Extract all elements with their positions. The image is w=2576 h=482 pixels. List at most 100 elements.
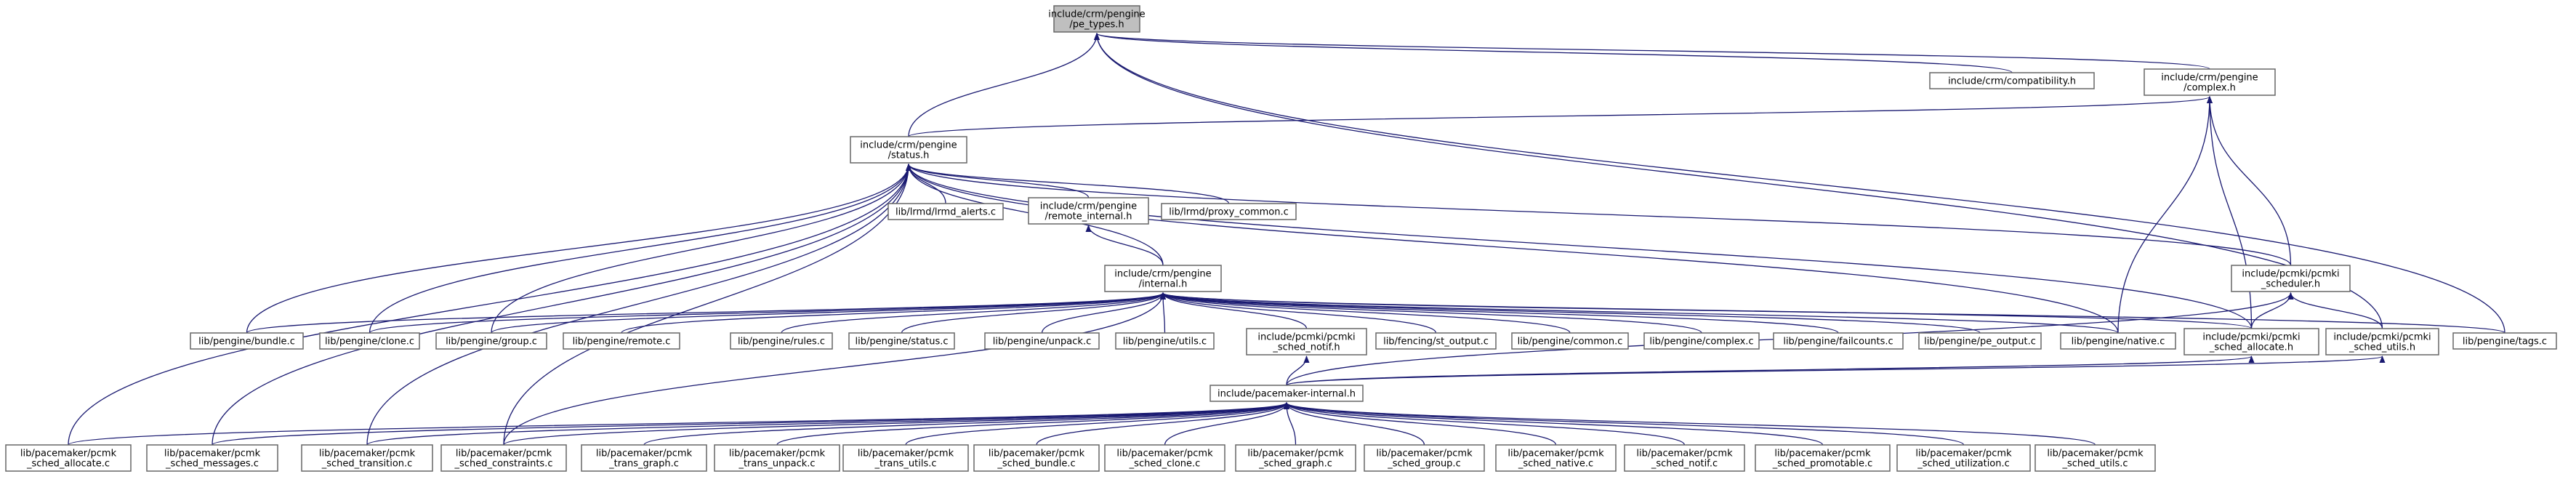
node-box (848, 332, 955, 350)
node-remote-internal[interactable]: include/crm/pengine/remote_internal.h (1028, 197, 1149, 225)
node-box (842, 444, 969, 472)
node-internal-h[interactable]: include/crm/pengine/internal.h (1104, 265, 1222, 292)
edge-utils-c-to-internal-h (1160, 292, 1167, 334)
node-st-output[interactable]: lib/fencing/st_output.c (1375, 332, 1497, 350)
node-s-constraints[interactable]: lib/pacemaker/pcmk_sched_constraints.c (440, 444, 567, 472)
edge-internal-h-to-remote-internal (1085, 225, 1164, 266)
node-box (1053, 5, 1140, 33)
node-label-line: lib/pacemaker/pcmk (729, 449, 826, 459)
edge-s-bundle-to-pm-internal (1036, 402, 1289, 446)
node-label-line: lib/lrmd/proxy_common.c (1169, 207, 1289, 218)
node-label-line: lib/pacemaker/pcmk (2047, 449, 2144, 459)
edge-complex-h-to-pe-types (1094, 33, 2210, 70)
node-label-line: include/crm/pengine (2161, 73, 2258, 84)
edge-pe-output-c-to-internal-h (1160, 292, 1981, 334)
node-pe-types[interactable]: include/crm/pengine/pe_types.h (1048, 5, 1146, 33)
node-common-c[interactable]: lib/pengine/common.c (1511, 332, 1629, 350)
node-status-h[interactable]: include/crm/pengine/status.h (850, 136, 967, 164)
node-failcounts-c[interactable]: lib/pengine/failcounts.c (1773, 332, 1904, 350)
node-compat[interactable]: include/crm/compatibility.h (1929, 72, 2095, 89)
node-label-line: _sched_messages.c (165, 459, 259, 470)
node-s-group[interactable]: lib/pacemaker/pcmk_sched_group.c (1364, 444, 1485, 472)
node-s-notif[interactable]: lib/pacemaker/pcmk_sched_notif.c (1624, 444, 1745, 472)
edge-notif-h-to-internal-h (1160, 292, 1308, 329)
node-pm-internal[interactable]: include/pacemaker-internal.h (1209, 385, 1364, 402)
node-box (2325, 328, 2439, 356)
node-t-utils[interactable]: lib/pacemaker/pcmk_trans_utils.c (842, 444, 969, 472)
node-complex-c[interactable]: lib/pengine/complex.c (1643, 332, 1760, 350)
node-label-line: lib/pengine/status.c (855, 337, 948, 348)
node-label-line: _trans_utils.c (874, 459, 936, 470)
node-group-c[interactable]: lib/pengine/group.c (435, 332, 547, 350)
edge-allocate-h-to-scheduler-h (2250, 292, 2294, 329)
node-s-graph[interactable]: lib/pacemaker/pcmk_sched_graph.c (1235, 444, 1356, 472)
node-label-line: lib/pengine/rules.c (738, 337, 825, 348)
node-box (1624, 444, 1745, 472)
node-box (714, 444, 840, 472)
node-rules-c[interactable]: lib/pengine/rules.c (730, 332, 833, 350)
edge-t-utils-to-pm-internal (905, 402, 1289, 446)
edge-s-allocate-to-pm-internal (68, 402, 1289, 446)
node-label-line: lib/pacemaker/pcmk (989, 449, 1085, 459)
node-remote-c[interactable]: lib/pengine/remote.c (563, 332, 680, 350)
node-s-allocate[interactable]: lib/pacemaker/pcmk_sched_allocate.c (5, 444, 132, 472)
node-label-line: include/pcmki/pcmki (2202, 332, 2300, 343)
node-s-utils[interactable]: lib/pacemaker/pcmk_sched_utils.c (2034, 444, 2156, 472)
node-box (440, 444, 567, 472)
node-box (1495, 444, 1617, 472)
node-unpack-c[interactable]: lib/pengine/unpack.c (984, 332, 1100, 350)
edge-s-transition-to-status-h (366, 164, 911, 446)
node-s-messages[interactable]: lib/pacemaker/pcmk_sched_messages.c (146, 444, 278, 472)
node-label-line: _sched_utils.c (2061, 459, 2128, 470)
edge-tags-c-to-internal-h (1160, 292, 2505, 334)
edge-proxy-common-to-status-h (906, 164, 1230, 204)
node-pe-output-c[interactable]: lib/pengine/pe_output.c (1918, 332, 2042, 350)
node-s-transition[interactable]: lib/pacemaker/pcmk_sched_transition.c (301, 444, 433, 472)
node-label-line: lib/pacemaker/pcmk (456, 449, 552, 459)
edge-unpack-c-to-internal-h (1041, 292, 1166, 334)
edge-pm-internal-to-notif-h (1286, 356, 1310, 386)
node-utils-h[interactable]: include/pcmki/pcmki_sched_utils.h (2325, 328, 2439, 356)
edge-s-utilization-to-pm-internal (1284, 402, 1965, 446)
node-s-promotable[interactable]: lib/pacemaker/pcmk_sched_promotable.c (1755, 444, 1891, 472)
node-box (1364, 444, 1485, 472)
node-proxy-common[interactable]: lib/lrmd/proxy_common.c (1161, 203, 1297, 220)
node-complex-h[interactable]: include/crm/pengine/complex.h (2144, 68, 2276, 96)
edge-s-constraints-to-status-h (503, 164, 911, 446)
node-tags-c[interactable]: lib/pengine/tags.c (2452, 332, 2557, 350)
node-s-native[interactable]: lib/pacemaker/pcmk_sched_native.c (1495, 444, 1617, 472)
edge-status-h-to-pe-types (908, 33, 1100, 137)
node-box (2144, 68, 2276, 96)
node-s-bundle[interactable]: lib/pacemaker/pcmk_sched_bundle.c (973, 444, 1100, 472)
node-label-line: lib/pacemaker/pcmk (1636, 449, 1733, 459)
node-scheduler-h[interactable]: include/pcmki/pcmki_scheduler.h (2231, 265, 2351, 292)
node-frmd-alerts[interactable]: lib/lrmd/lrmd_alerts.c (887, 203, 1004, 220)
node-box (1918, 332, 2042, 350)
node-label-line: _sched_notif.c (1651, 459, 1718, 470)
node-utils-c[interactable]: lib/pengine/utils.c (1115, 332, 1215, 350)
node-status-c[interactable]: lib/pengine/status.c (848, 332, 955, 350)
node-native-c[interactable]: lib/pengine/native.c (2060, 332, 2176, 350)
node-label-line: lib/pengine/tags.c (2463, 337, 2547, 348)
node-label-line: lib/pengine/native.c (2072, 337, 2165, 348)
node-notif-h[interactable]: include/pcmki/pcmki_sched_notif.h (1246, 328, 1367, 356)
node-label-line: _sched_transition.c (321, 459, 413, 470)
edge-s-allocate-to-status-h (68, 164, 911, 446)
node-t-graph[interactable]: lib/pacemaker/pcmk_trans_graph.c (581, 444, 707, 472)
node-s-utilization[interactable]: lib/pacemaker/pcmk_sched_utilization.c (1896, 444, 2031, 472)
node-allocate-h[interactable]: include/pcmki/pcmki_sched_allocate.h (2183, 328, 2319, 356)
node-label-line: lib/pengine/utils.c (1123, 337, 1207, 348)
node-box (887, 203, 1004, 220)
node-label-line: lib/pacemaker/pcmk (1376, 449, 1473, 459)
node-box (850, 136, 967, 164)
node-box (1773, 332, 1904, 350)
node-box (1643, 332, 1760, 350)
node-bundle-c[interactable]: lib/pengine/bundle.c (190, 332, 304, 350)
node-s-clone[interactable]: lib/pacemaker/pcmk_sched_clone.c (1104, 444, 1225, 472)
node-label-line: include/crm/pengine (860, 140, 957, 151)
edge-s-utils-to-pm-internal (1284, 402, 2096, 446)
node-box (1375, 332, 1497, 350)
edge-s-constraints-to-internal-h (503, 292, 1166, 446)
node-t-unpack[interactable]: lib/pacemaker/pcmk_trans_unpack.c (714, 444, 840, 472)
node-clone-c[interactable]: lib/pengine/clone.c (319, 332, 420, 350)
